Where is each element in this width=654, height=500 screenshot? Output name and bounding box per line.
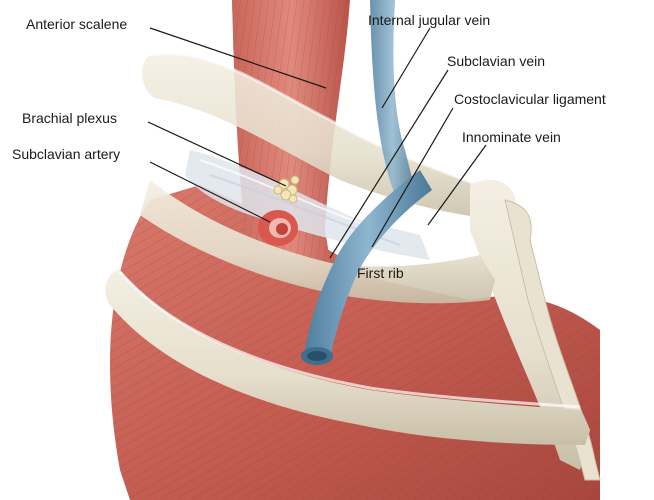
subclavian-artery — [258, 210, 298, 246]
label-internal-jugular-vein: Internal jugular vein — [368, 12, 490, 28]
label-brachial-plexus: Brachial plexus — [22, 110, 117, 126]
label-innominate-vein: Innominate vein — [462, 129, 561, 145]
label-subclavian-vein: Subclavian vein — [447, 53, 545, 69]
label-costoclavicular-ligament: Costoclavicular ligament — [454, 91, 606, 107]
label-subclavian-artery: Subclavian artery — [12, 146, 120, 162]
label-anterior-scalene: Anterior scalene — [26, 16, 127, 32]
label-first-rib: First rib — [357, 265, 404, 281]
